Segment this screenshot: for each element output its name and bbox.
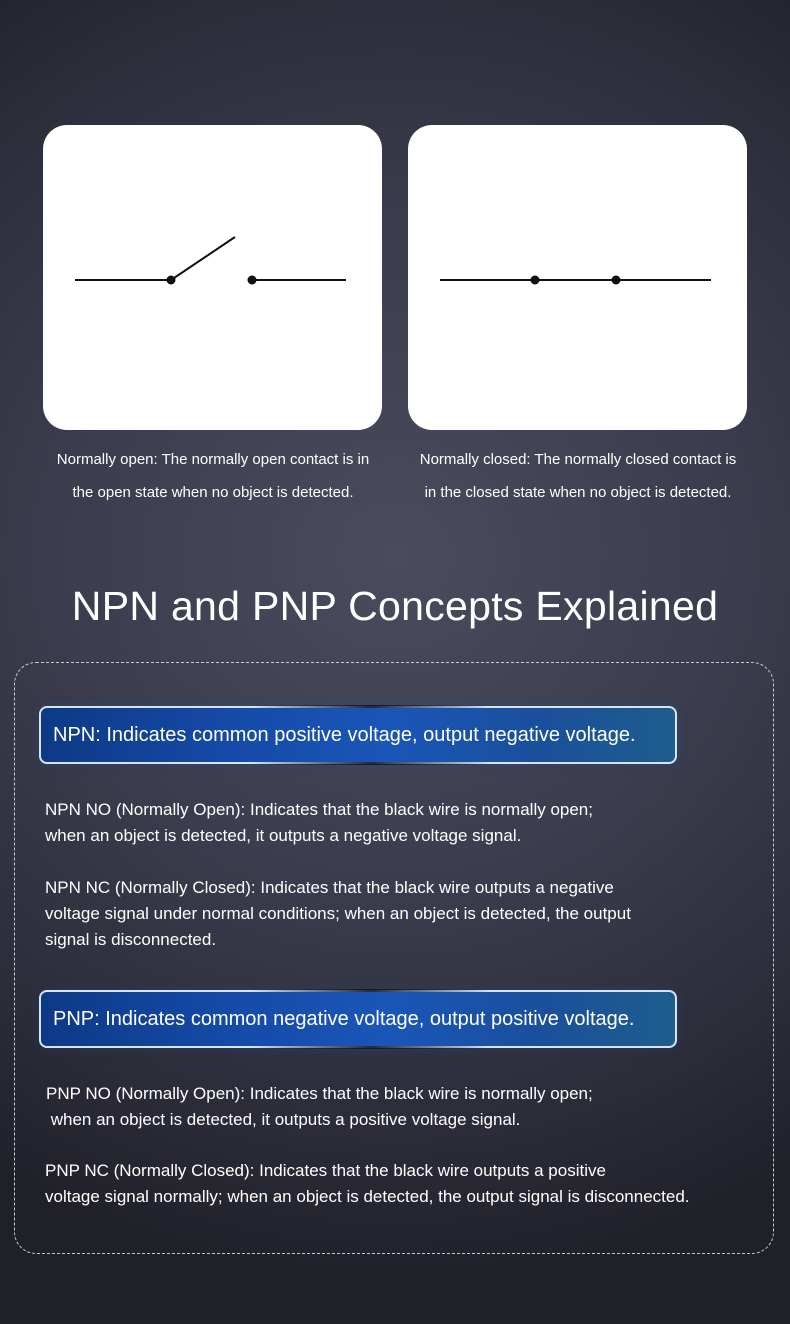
- banner-highlight: [251, 989, 491, 992]
- normally-closed-caption: Normally closed: The normally closed con…: [400, 443, 756, 509]
- description-line: when an object is detected, it outputs a…: [45, 826, 522, 845]
- description-line: NPN NO (Normally Open): Indicates that t…: [45, 800, 593, 819]
- normally-open-switch-symbol: [75, 236, 346, 285]
- pnp-banner: PNP: Indicates common negative voltage, …: [39, 989, 677, 1049]
- normally-open-diagram-card: [43, 125, 382, 430]
- npn-banner: NPN: Indicates common positive voltage, …: [39, 705, 677, 765]
- caption-line: Normally closed: The normally closed con…: [419, 451, 737, 468]
- description-line: when an object is detected, it outputs a…: [46, 1110, 521, 1129]
- section-title: NPN and PNP Concepts Explained: [71, 583, 719, 629]
- pnp-banner-text: PNP: Indicates common negative voltage, …: [53, 1008, 635, 1030]
- switch-contact-left: [166, 275, 176, 285]
- caption-line: the open state when no object is detecte…: [72, 484, 354, 501]
- switch-blade-open: [170, 236, 236, 281]
- banner-highlight: [251, 705, 491, 708]
- normally-open-caption: Normally open: The normally open contact…: [35, 443, 391, 509]
- concept-panel: [14, 662, 774, 1254]
- description-line: PNP NO (Normally Open): Indicates that t…: [46, 1084, 593, 1103]
- banner-highlight: [251, 1046, 491, 1049]
- description-line: signal is disconnected.: [45, 930, 217, 949]
- normally-closed-switch-symbol: [440, 275, 711, 285]
- description-line: PNP NC (Normally Closed): Indicates that…: [45, 1161, 606, 1180]
- npn-nc-description: NPN NC (Normally Closed): Indicates that…: [45, 875, 631, 953]
- caption-line: Normally open: The normally open contact…: [56, 451, 370, 468]
- description-line: voltage signal under normal conditions; …: [45, 904, 631, 923]
- npn-no-description: NPN NO (Normally Open): Indicates that t…: [45, 797, 593, 849]
- normally-closed-diagram-card: [408, 125, 747, 430]
- npn-banner-text: NPN: Indicates common positive voltage, …: [53, 724, 636, 746]
- banner-highlight: [251, 762, 491, 765]
- pnp-nc-description: PNP NC (Normally Closed): Indicates that…: [45, 1158, 690, 1210]
- description-line: NPN NC (Normally Closed): Indicates that…: [45, 878, 614, 897]
- pnp-no-description: PNP NO (Normally Open): Indicates that t…: [46, 1081, 593, 1133]
- description-line: voltage signal normally; when an object …: [45, 1187, 690, 1206]
- switch-contact-left: [530, 275, 540, 285]
- switch-contact-right: [611, 275, 621, 285]
- caption-line: in the closed state when no object is de…: [424, 484, 732, 501]
